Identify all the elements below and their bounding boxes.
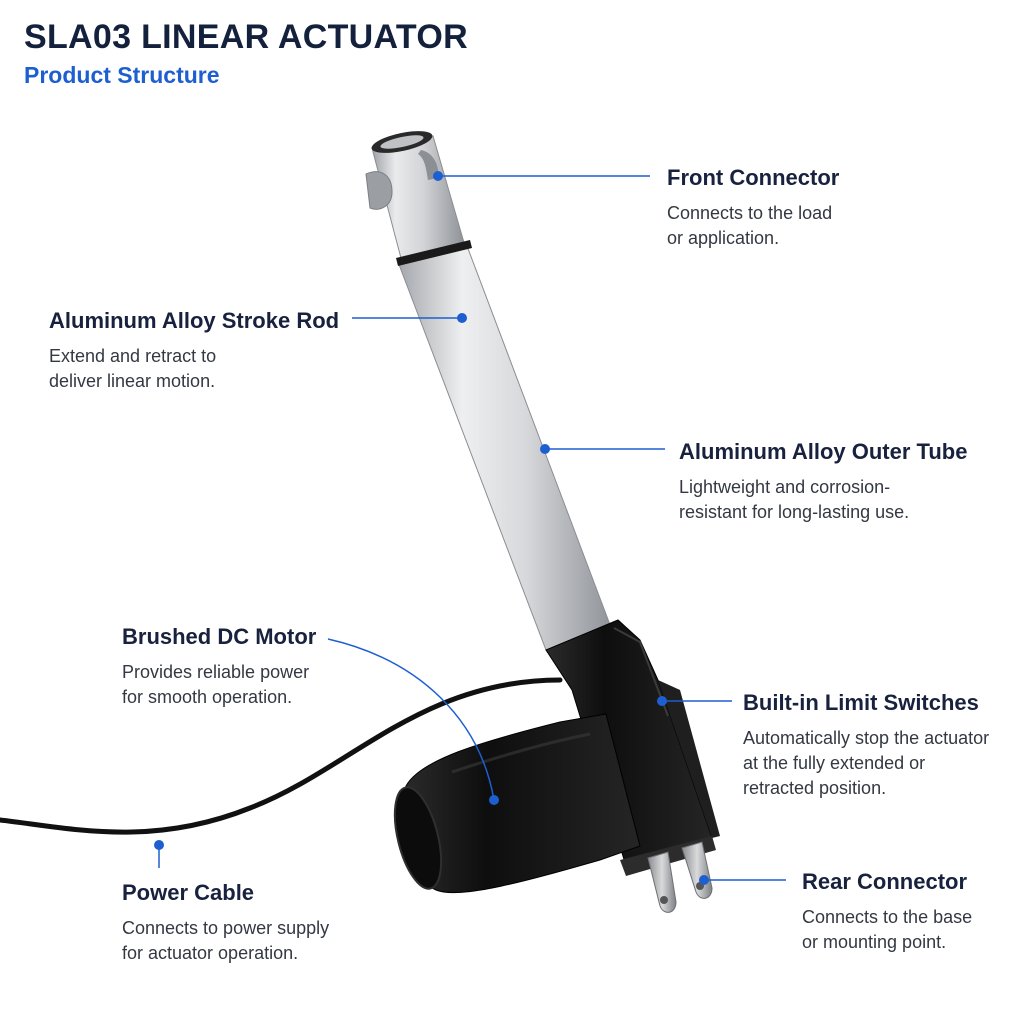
callout-title: Front Connector — [667, 165, 840, 190]
callout-title: Power Cable — [122, 880, 255, 905]
callout-title: Aluminum Alloy Outer Tube — [679, 439, 968, 464]
callout-text: Connects to power supply — [122, 918, 330, 938]
power-cable — [0, 677, 563, 835]
callout-text: for smooth operation. — [122, 687, 293, 707]
callout-text: Extend and retract to — [49, 346, 217, 366]
collar-ring — [396, 240, 472, 266]
callout-text: or mounting point. — [802, 932, 947, 952]
callout-limit-switches: Built-in Limit Switches Automatically st… — [743, 690, 989, 801]
callout-text: Automatically stop the actuator — [743, 728, 990, 748]
marker-outer-tube — [540, 444, 550, 454]
marker-dc-motor — [489, 795, 499, 805]
rear-connector-prong-1 — [647, 851, 677, 913]
callout-title: Aluminum Alloy Stroke Rod — [49, 308, 340, 333]
callout-text: retracted position. — [743, 778, 887, 798]
page-subtitle: Product Structure — [24, 62, 220, 88]
callout-power-cable: Power Cable Connects to power supply for… — [122, 880, 329, 966]
callout-text: or application. — [667, 228, 780, 248]
callout-text: for actuator operation. — [122, 943, 299, 963]
motor-end-cap — [393, 786, 443, 890]
callout-text: resistant for long-lasting use. — [679, 502, 910, 522]
callout-text: Connects to the base — [802, 907, 973, 927]
marker-rear-connector — [699, 875, 709, 885]
callout-text: Connects to the load — [667, 203, 833, 223]
leader-dc-motor — [327, 638, 495, 801]
callout-outer-tube: Aluminum Alloy Outer Tube Lightweight an… — [679, 439, 967, 525]
marker-stroke-rod — [457, 313, 467, 323]
marker-limit-switches — [657, 696, 667, 706]
callout-text: Provides reliable power — [122, 662, 310, 682]
callout-title: Brushed DC Motor — [122, 624, 317, 649]
page-title: SLA03 LINEAR ACTUATOR — [24, 18, 468, 56]
callout-title: Rear Connector — [802, 869, 968, 894]
callout-rear-connector: Rear Connector Connects to the base or m… — [802, 869, 972, 955]
marker-power-cable — [154, 840, 164, 850]
marker-front-connector — [433, 171, 443, 181]
callout-text: Lightweight and corrosion- — [679, 477, 891, 497]
callout-front-connector: Front Connector Connects to the load or … — [667, 165, 839, 251]
callout-dc-motor: Brushed DC Motor Provides reliable power… — [122, 624, 316, 710]
callout-text: at the fully extended or — [743, 753, 926, 773]
callout-text: deliver linear motion. — [49, 371, 216, 391]
outer-tube — [397, 245, 613, 651]
callout-title: Built-in Limit Switches — [743, 690, 979, 715]
callout-stroke-rod: Aluminum Alloy Stroke Rod Extend and ret… — [49, 308, 339, 394]
